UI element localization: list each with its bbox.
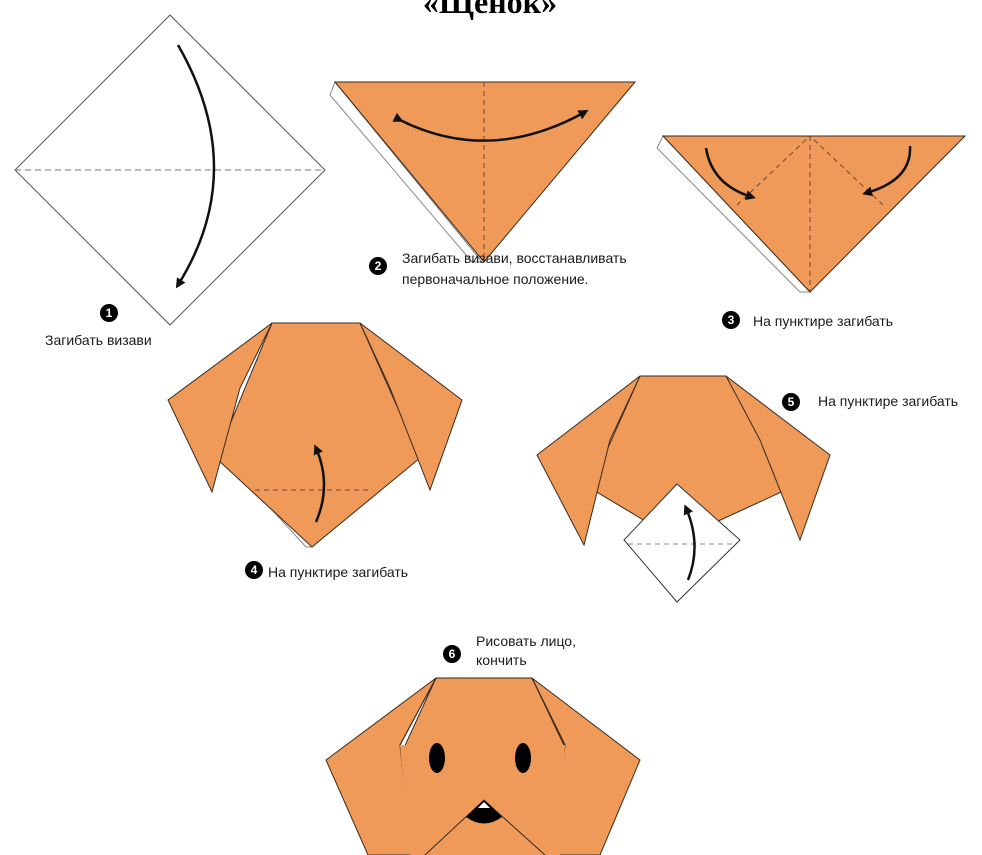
step-4-number: 4: [245, 561, 263, 579]
step-2-figure: [330, 82, 635, 262]
step-1-figure: [15, 15, 325, 325]
step-6-figure: [326, 678, 640, 855]
left-eye: [429, 743, 445, 773]
paper-triangle: [335, 82, 635, 262]
step-6-number: 6: [443, 645, 461, 663]
step-3-caption: На пунктире загибать: [753, 312, 893, 331]
step-6-caption-line2: кончить: [476, 651, 527, 670]
step-3-figure: [657, 136, 965, 292]
lower-face: [400, 745, 565, 855]
step-6-caption-line1: Рисовать лицо,: [476, 632, 576, 651]
step-5-caption: На пунктире загибать: [818, 392, 958, 411]
step-5-number: 5: [782, 393, 800, 411]
step-2-caption-line1: Загибать визави, восстанавливать: [402, 249, 627, 268]
step-3-number: 3: [722, 311, 740, 329]
step-4-figure: [168, 323, 462, 547]
step-1-number: 1: [100, 304, 118, 322]
step-2-number: 2: [369, 257, 387, 275]
right-eye: [515, 743, 531, 773]
step-1-caption: Загибать визави: [45, 331, 152, 350]
step-2-caption-line2: первоначальное положение.: [402, 270, 589, 289]
step-4-caption: На пунктире загибать: [268, 563, 408, 582]
